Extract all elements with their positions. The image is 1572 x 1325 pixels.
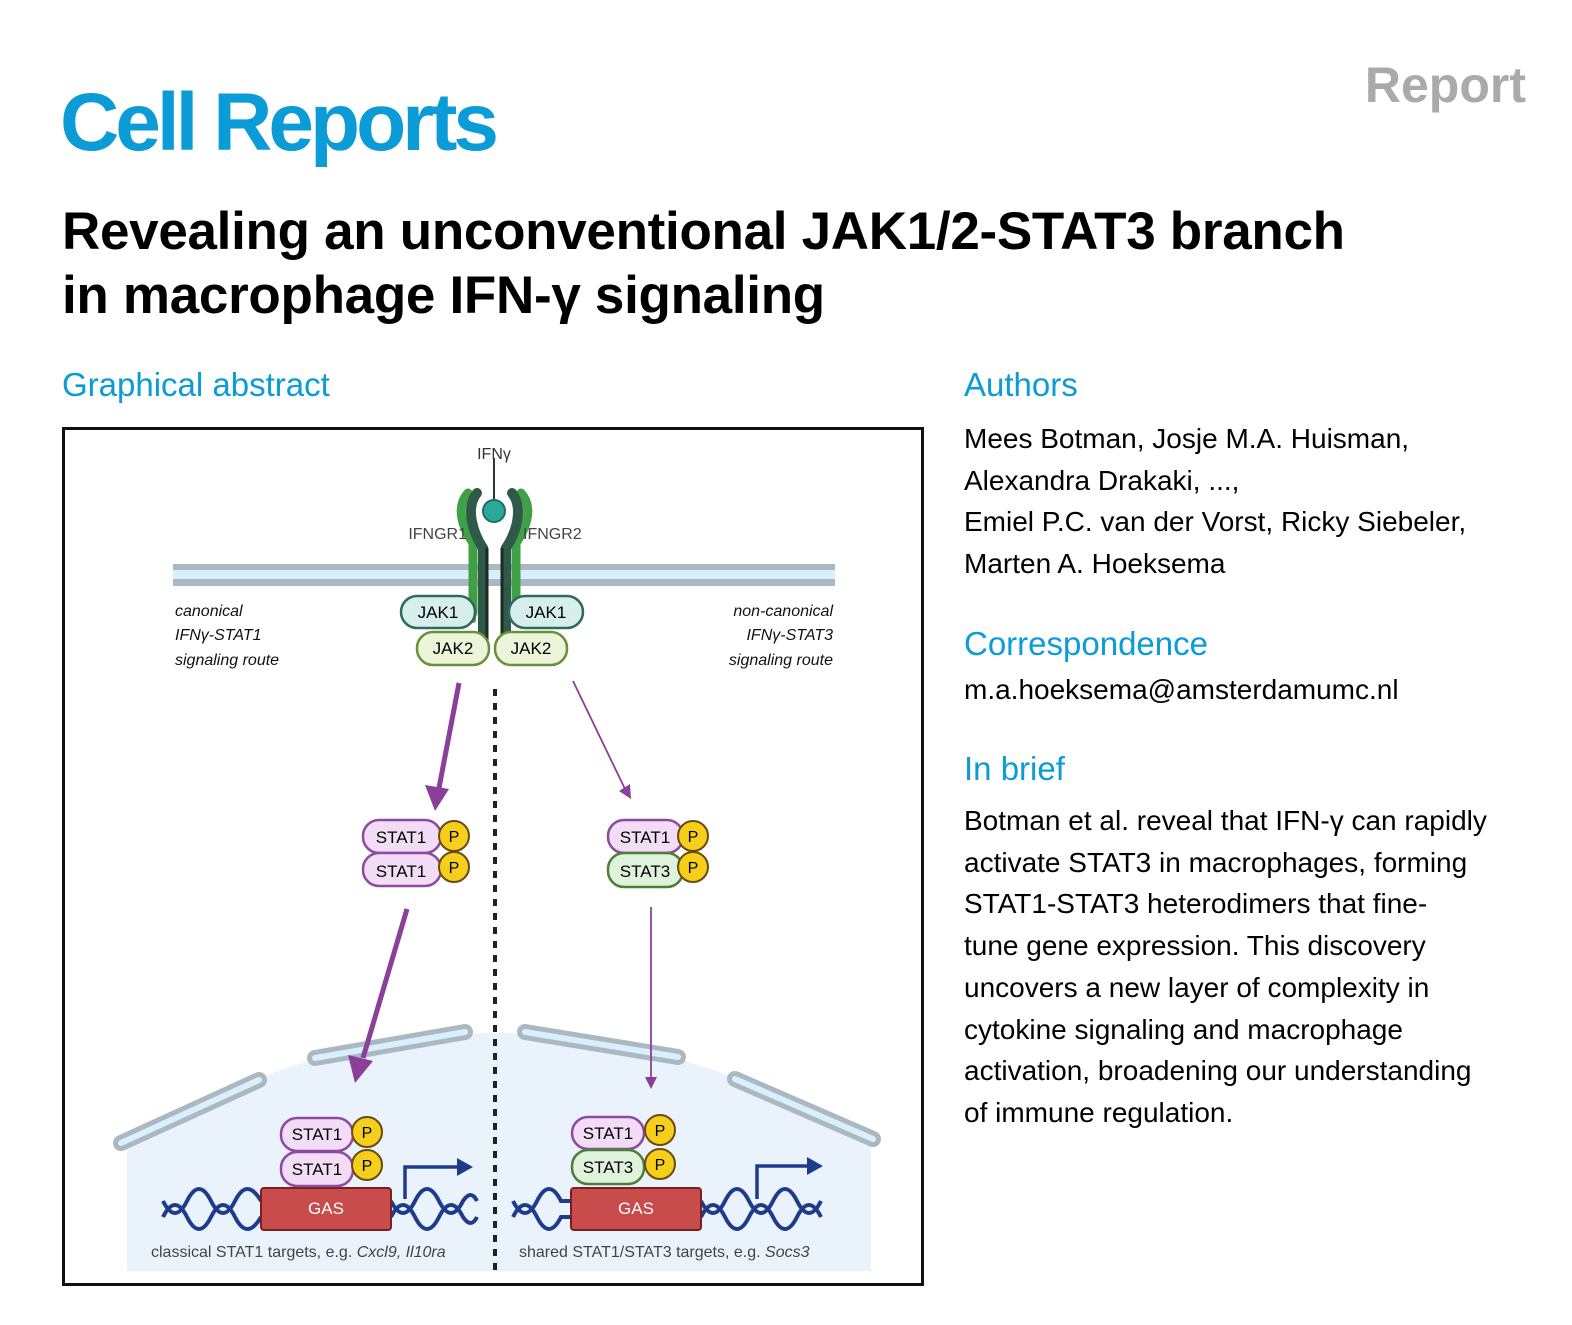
svg-text:STAT1: STAT1 — [376, 862, 426, 881]
nuclear-envelope — [113, 1024, 881, 1151]
svg-text:canonical: canonical — [175, 603, 243, 620]
title-line: in macrophage IFN-γ signaling — [62, 266, 825, 325]
svg-text:signaling route: signaling route — [175, 652, 279, 669]
svg-text:IFNγ-STAT3: IFNγ-STAT3 — [746, 627, 833, 644]
brief-line: Botman et al. reveal that IFN-γ can rapi… — [964, 805, 1487, 836]
non-canonical-route-label: non-canonical IFNγ-STAT3 signaling route — [729, 603, 834, 669]
svg-text:STAT1: STAT1 — [376, 828, 426, 847]
jak2-right: JAK2 — [493, 630, 569, 667]
nuclear-stat1-homodimer: STAT1 STAT1 P P — [279, 1116, 383, 1188]
authors-heading: Authors — [964, 366, 1078, 403]
svg-text:STAT1: STAT1 — [292, 1160, 342, 1179]
svg-text:STAT1: STAT1 — [620, 828, 670, 847]
non-canonical-arrow-1 — [572, 680, 631, 799]
transcription-arrow-right — [755, 1157, 823, 1199]
author-line[interactable]: Marten A. Hoeksema — [964, 547, 1226, 579]
svg-text:JAK1: JAK1 — [418, 603, 459, 622]
author-list: Mees Botman, Josje M.A. Huisman, Alexand… — [964, 418, 1466, 584]
journal-logo[interactable]: Cell Reports — [60, 77, 499, 168]
author-line[interactable]: Mees Botman, Josje M.A. Huisman, — [964, 423, 1410, 454]
shared-targets-caption: shared STAT1/STAT3 targets, e.g. Socs3 — [519, 1244, 810, 1261]
graphical-abstract-heading: Graphical abstract — [62, 366, 330, 403]
svg-text:STAT3: STAT3 — [620, 862, 670, 881]
brief-line: cytokine signaling and macrophage — [964, 1013, 1403, 1045]
canonical-route-label: canonical IFNγ-STAT1 signaling route — [175, 603, 279, 669]
ifngr1-label: IFNGR1 — [408, 526, 467, 543]
transcription-arrow-left — [403, 1158, 473, 1199]
phospho-icon: P — [655, 1157, 666, 1174]
svg-text:STAT1: STAT1 — [292, 1125, 342, 1144]
in-brief-heading: In brief — [964, 750, 1065, 787]
canonical-arrow-1 — [425, 682, 462, 811]
canonical-arrow-2 — [348, 908, 410, 1083]
article-type-label: Report — [1364, 57, 1526, 113]
cytoplasmic-stat1-stat3-heterodimer: STAT1 STAT3 P P — [606, 818, 709, 889]
nucleus-region — [127, 1033, 871, 1271]
brief-line: uncovers a new layer of complexity in — [964, 971, 1430, 1003]
phospho-icon: P — [449, 829, 460, 846]
svg-text:JAK2: JAK2 — [511, 639, 552, 658]
svg-text:STAT3: STAT3 — [583, 1158, 633, 1177]
nuclear-stat1-stat3-heterodimer: STAT1 STAT3 P P — [570, 1114, 676, 1186]
svg-text:IFNγ-STAT1: IFNγ-STAT1 — [175, 627, 262, 644]
phospho-icon: P — [362, 1158, 373, 1175]
non-canonical-arrow-2 — [645, 907, 657, 1089]
phospho-icon: P — [655, 1123, 666, 1140]
brief-line: activation, broadening our understanding — [964, 1055, 1472, 1087]
brief-line: tune gene expression. This discovery — [964, 930, 1426, 962]
brief-line: activate STAT3 in macrophages, forming — [964, 846, 1468, 878]
title-line: Revealing an unconventional JAK1/2-STAT3… — [62, 202, 1345, 261]
ifng-ligand — [482, 499, 506, 523]
correspondence-heading: Correspondence — [964, 625, 1208, 662]
gas-element-right: GAS — [570, 1187, 702, 1231]
phospho-icon: P — [362, 1125, 373, 1142]
svg-text:JAK1: JAK1 — [526, 603, 567, 622]
svg-text:GAS: GAS — [618, 1199, 654, 1218]
jak2-left: JAK2 — [415, 630, 491, 667]
svg-text:JAK2: JAK2 — [433, 639, 474, 658]
cytoplasmic-stat1-homodimer: STAT1 STAT1 P P — [361, 818, 470, 888]
svg-text:STAT1: STAT1 — [583, 1124, 633, 1143]
gas-element-left: GAS — [260, 1187, 392, 1231]
jak1-right: JAK1 — [507, 594, 585, 630]
brief-line: of immune regulation. — [964, 1096, 1234, 1128]
correspondence-email[interactable]: m.a.hoeksema@amsterdamumc.nl — [964, 674, 1399, 705]
phospho-icon: P — [688, 860, 699, 877]
classical-targets-caption: classical STAT1 targets, e.g. Cxcl9, Il1… — [151, 1244, 446, 1261]
svg-text:non-canonical: non-canonical — [733, 603, 833, 620]
ifngr-receptor — [456, 458, 533, 643]
brief-line: STAT1-STAT3 heterodimers that fine- — [964, 888, 1428, 920]
jak1-left: JAK1 — [399, 594, 477, 630]
phospho-icon: P — [688, 829, 699, 846]
author-line[interactable]: Alexandra Drakaki, ..., — [964, 464, 1240, 496]
author-line[interactable]: Emiel P.C. van der Vorst, Ricky Siebeler… — [964, 506, 1467, 537]
graphical-abstract-figure: IFNγ IFNGR1 IFNGR2 JAK1 JAK1 JAK2 JAK2 c… — [62, 427, 924, 1286]
svg-text:signaling route: signaling route — [729, 652, 833, 669]
article-title: Revealing an unconventional JAK1/2-STAT3… — [62, 200, 1552, 328]
phospho-icon: P — [449, 860, 460, 877]
ifngr2-label: IFNGR2 — [523, 526, 582, 543]
dna-right — [511, 1187, 823, 1231]
in-brief-text: Botman et al. reveal that IFN-γ can rapi… — [964, 800, 1544, 1134]
dna-left — [161, 1187, 479, 1231]
ifng-label: IFNγ — [477, 446, 511, 463]
svg-text:GAS: GAS — [308, 1199, 344, 1218]
